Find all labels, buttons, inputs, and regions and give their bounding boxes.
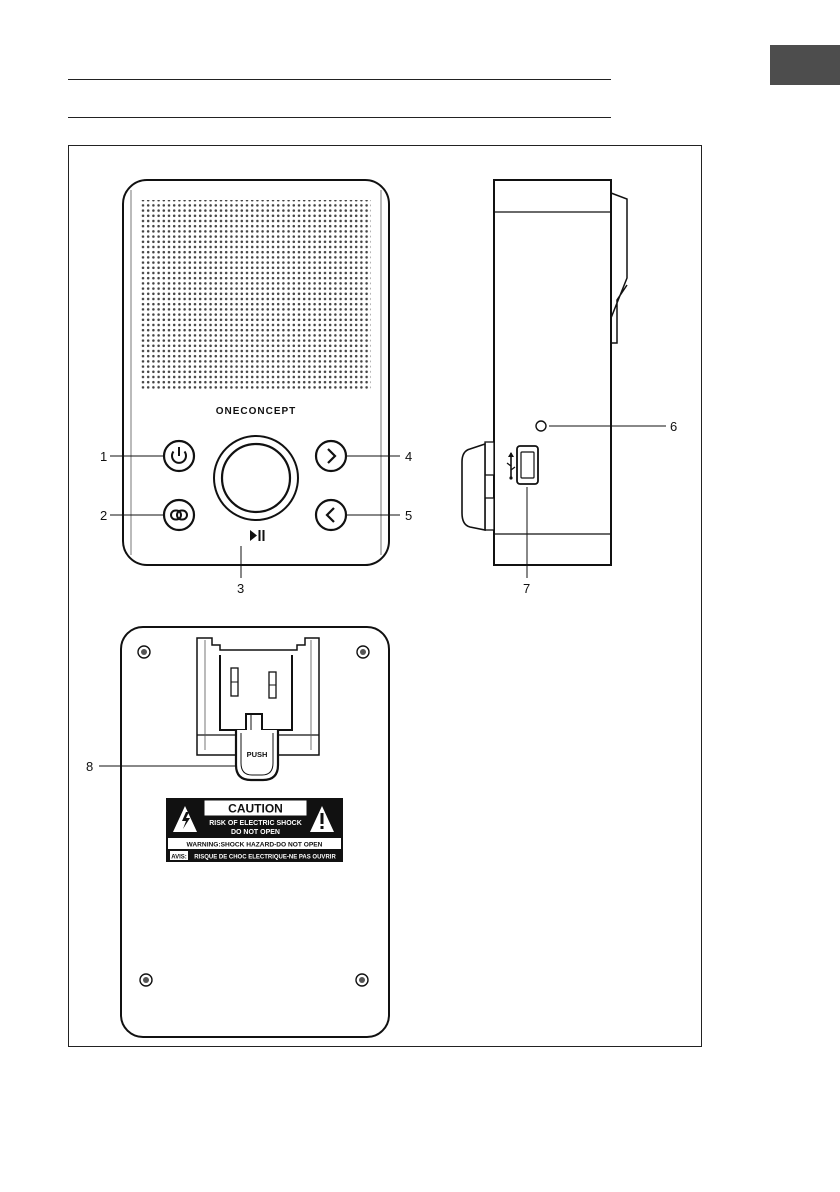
caution-title: CAUTION — [228, 802, 283, 816]
front-view: ONECONCEPT — [123, 180, 389, 565]
callout-7-label: 7 — [523, 581, 530, 596]
screw-bottom-right — [356, 974, 368, 986]
push-tab-label: PUSH — [247, 750, 268, 759]
brand-logo: ONECONCEPT — [216, 406, 297, 417]
callout-8-label: 8 — [86, 759, 93, 774]
callout-4-label: 4 — [405, 449, 412, 464]
power-button[interactable] — [164, 441, 194, 471]
callout-1-label: 1 — [100, 449, 107, 464]
side-view — [462, 180, 627, 565]
side-knob — [462, 444, 485, 530]
caution-line-1: RISK OF ELECTRIC SHOCK — [209, 820, 302, 827]
previous-button[interactable] — [316, 500, 346, 530]
caution-line-2: DO NOT OPEN — [231, 829, 280, 836]
back-view: PUSH CAUTION RISK OF ELECTRIC SHOCK DO N… — [121, 627, 389, 1037]
screw-top-left — [138, 646, 150, 658]
callout-3-label: 3 — [237, 581, 244, 596]
screw-top-right — [357, 646, 369, 658]
speaker-grille — [141, 200, 371, 390]
indicator-led — [536, 421, 546, 431]
next-button[interactable] — [316, 441, 346, 471]
callout-6-label: 6 — [670, 419, 677, 434]
warning-english: WARNING:SHOCK HAZARD-DO NOT OPEN — [187, 842, 323, 849]
usb-port[interactable] — [517, 446, 538, 484]
play-pause-knob[interactable] — [214, 436, 298, 520]
screw-bottom-left — [140, 974, 152, 986]
caution-label: CAUTION RISK OF ELECTRIC SHOCK DO NOT OP… — [166, 798, 343, 862]
avis-label: AVIS: — [171, 855, 187, 861]
callout-5-label: 5 — [405, 508, 412, 523]
side-clip — [611, 193, 627, 343]
link-button[interactable] — [164, 500, 194, 530]
callout-2-label: 2 — [100, 508, 107, 523]
warning-french: RISQUE DE CHOC ELECTRIQUE-NE PAS OUVRIR — [194, 855, 336, 861]
